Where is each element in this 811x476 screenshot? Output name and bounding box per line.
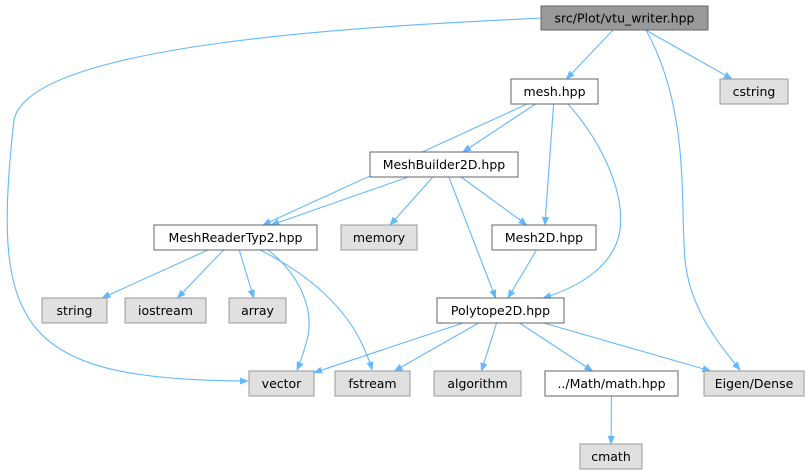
nodes-layer: src/Plot/vtu_writer.hpp mesh.hpp cstringMe… — [41, 5, 805, 470]
node-meshbuilder[interactable]: MeshBuilder2D.hpp — [369, 151, 519, 178]
node-label-mesh: mesh.hpp — [523, 84, 585, 99]
node-memory[interactable]: memory — [340, 224, 418, 251]
node-box-memory[interactable] — [340, 224, 418, 251]
edge-meshreader-to-array — [238, 249, 255, 299]
edge-polytope-to-math — [519, 322, 594, 372]
edge-polytope-to-vector — [313, 322, 464, 374]
edge-polytope-to-fstream — [393, 322, 479, 372]
node-label-vector: vector — [262, 376, 303, 391]
node-label-eigen: Eigen/Dense — [715, 376, 794, 391]
node-box-mesh2d[interactable] — [491, 224, 597, 251]
node-box-string[interactable] — [41, 297, 108, 324]
node-cmath[interactable]: cmath — [579, 443, 643, 470]
node-mesh2d[interactable]: Mesh2D.hpp — [491, 224, 597, 251]
node-iostream[interactable]: iostream — [124, 297, 207, 324]
node-label-math: ../Math/math.hpp — [557, 376, 665, 391]
node-polytope[interactable]: Polytope2D.hpp — [436, 297, 565, 324]
node-label-meshreader: MeshReaderTyp2.hpp — [169, 230, 303, 245]
node-cstring[interactable]: cstring — [719, 78, 789, 105]
node-box-meshreader[interactable] — [153, 224, 318, 251]
node-box-polytope[interactable] — [436, 297, 565, 324]
node-algorithm[interactable]: algorithm — [433, 370, 522, 397]
node-label-cstring: cstring — [733, 84, 776, 99]
node-eigen[interactable]: Eigen/Dense — [703, 370, 805, 397]
edge-meshbuilder-to-mesh2d — [460, 176, 528, 226]
node-label-algorithm: algorithm — [447, 376, 507, 391]
node-box-iostream[interactable] — [124, 297, 207, 324]
node-box-math[interactable] — [544, 370, 679, 397]
edge-vtu_writer-to-eigen — [645, 29, 741, 371]
edge-mesh-to-meshbuilder — [462, 103, 536, 153]
edge-vtu_writer-to-vector — [6, 17, 545, 385]
node-box-cmath[interactable] — [579, 443, 643, 470]
node-box-algorithm[interactable] — [433, 370, 522, 397]
node-label-vtu_writer: src/Plot/vtu_writer.hpp — [555, 11, 695, 26]
edge-vtu_writer-to-mesh — [565, 29, 614, 80]
node-box-array[interactable] — [228, 297, 287, 324]
edge-meshreader-to-string — [101, 249, 209, 299]
node-fstream[interactable]: fstream — [334, 370, 411, 397]
node-box-meshbuilder[interactable] — [369, 151, 519, 178]
node-box-vtu_writer[interactable] — [540, 5, 709, 31]
node-vector[interactable]: vector — [248, 370, 315, 397]
node-label-iostream: iostream — [138, 303, 193, 318]
node-label-cmath: cmath — [591, 449, 631, 464]
node-box-cstring[interactable] — [719, 78, 789, 105]
edge-polytope-to-algorithm — [480, 322, 498, 372]
node-array[interactable]: array — [228, 297, 287, 324]
edge-mesh-to-polytope — [542, 103, 622, 300]
node-label-fstream: fstream — [348, 376, 396, 391]
node-box-eigen[interactable] — [703, 370, 805, 397]
node-label-polytope: Polytope2D.hpp — [451, 303, 550, 318]
node-label-memory: memory — [353, 230, 406, 245]
node-label-string: string — [57, 303, 93, 318]
edge-mesh-to-mesh2d — [541, 103, 555, 226]
node-vtu_writer[interactable]: src/Plot/vtu_writer.hpp — [540, 5, 709, 31]
node-meshreader[interactable]: MeshReaderTyp2.hpp — [153, 224, 318, 251]
edge-meshbuilder-to-meshreader — [270, 176, 409, 226]
node-string[interactable]: string — [41, 297, 108, 324]
edge-meshbuilder-to-memory — [389, 176, 434, 226]
node-mesh[interactable]: mesh.hpp — [510, 78, 599, 105]
node-box-vector[interactable] — [248, 370, 315, 397]
node-label-array: array — [241, 303, 274, 318]
node-label-meshbuilder: MeshBuilder2D.hpp — [383, 157, 506, 172]
edge-meshreader-to-iostream — [176, 249, 224, 299]
node-math[interactable]: ../Math/math.hpp — [544, 370, 679, 397]
node-label-mesh2d: Mesh2D.hpp — [505, 230, 583, 245]
node-box-fstream[interactable] — [334, 370, 411, 397]
edge-mesh2d-to-polytope — [507, 249, 538, 299]
edge-meshreader-to-vector — [267, 249, 310, 371]
edge-polytope-to-eigen — [543, 322, 712, 373]
edge-meshbuilder-to-polytope — [448, 176, 497, 299]
edge-meshreader-to-fstream — [259, 249, 374, 371]
node-box-mesh[interactable] — [510, 78, 599, 105]
edge-vtu_writer-to-cstring — [645, 29, 733, 80]
